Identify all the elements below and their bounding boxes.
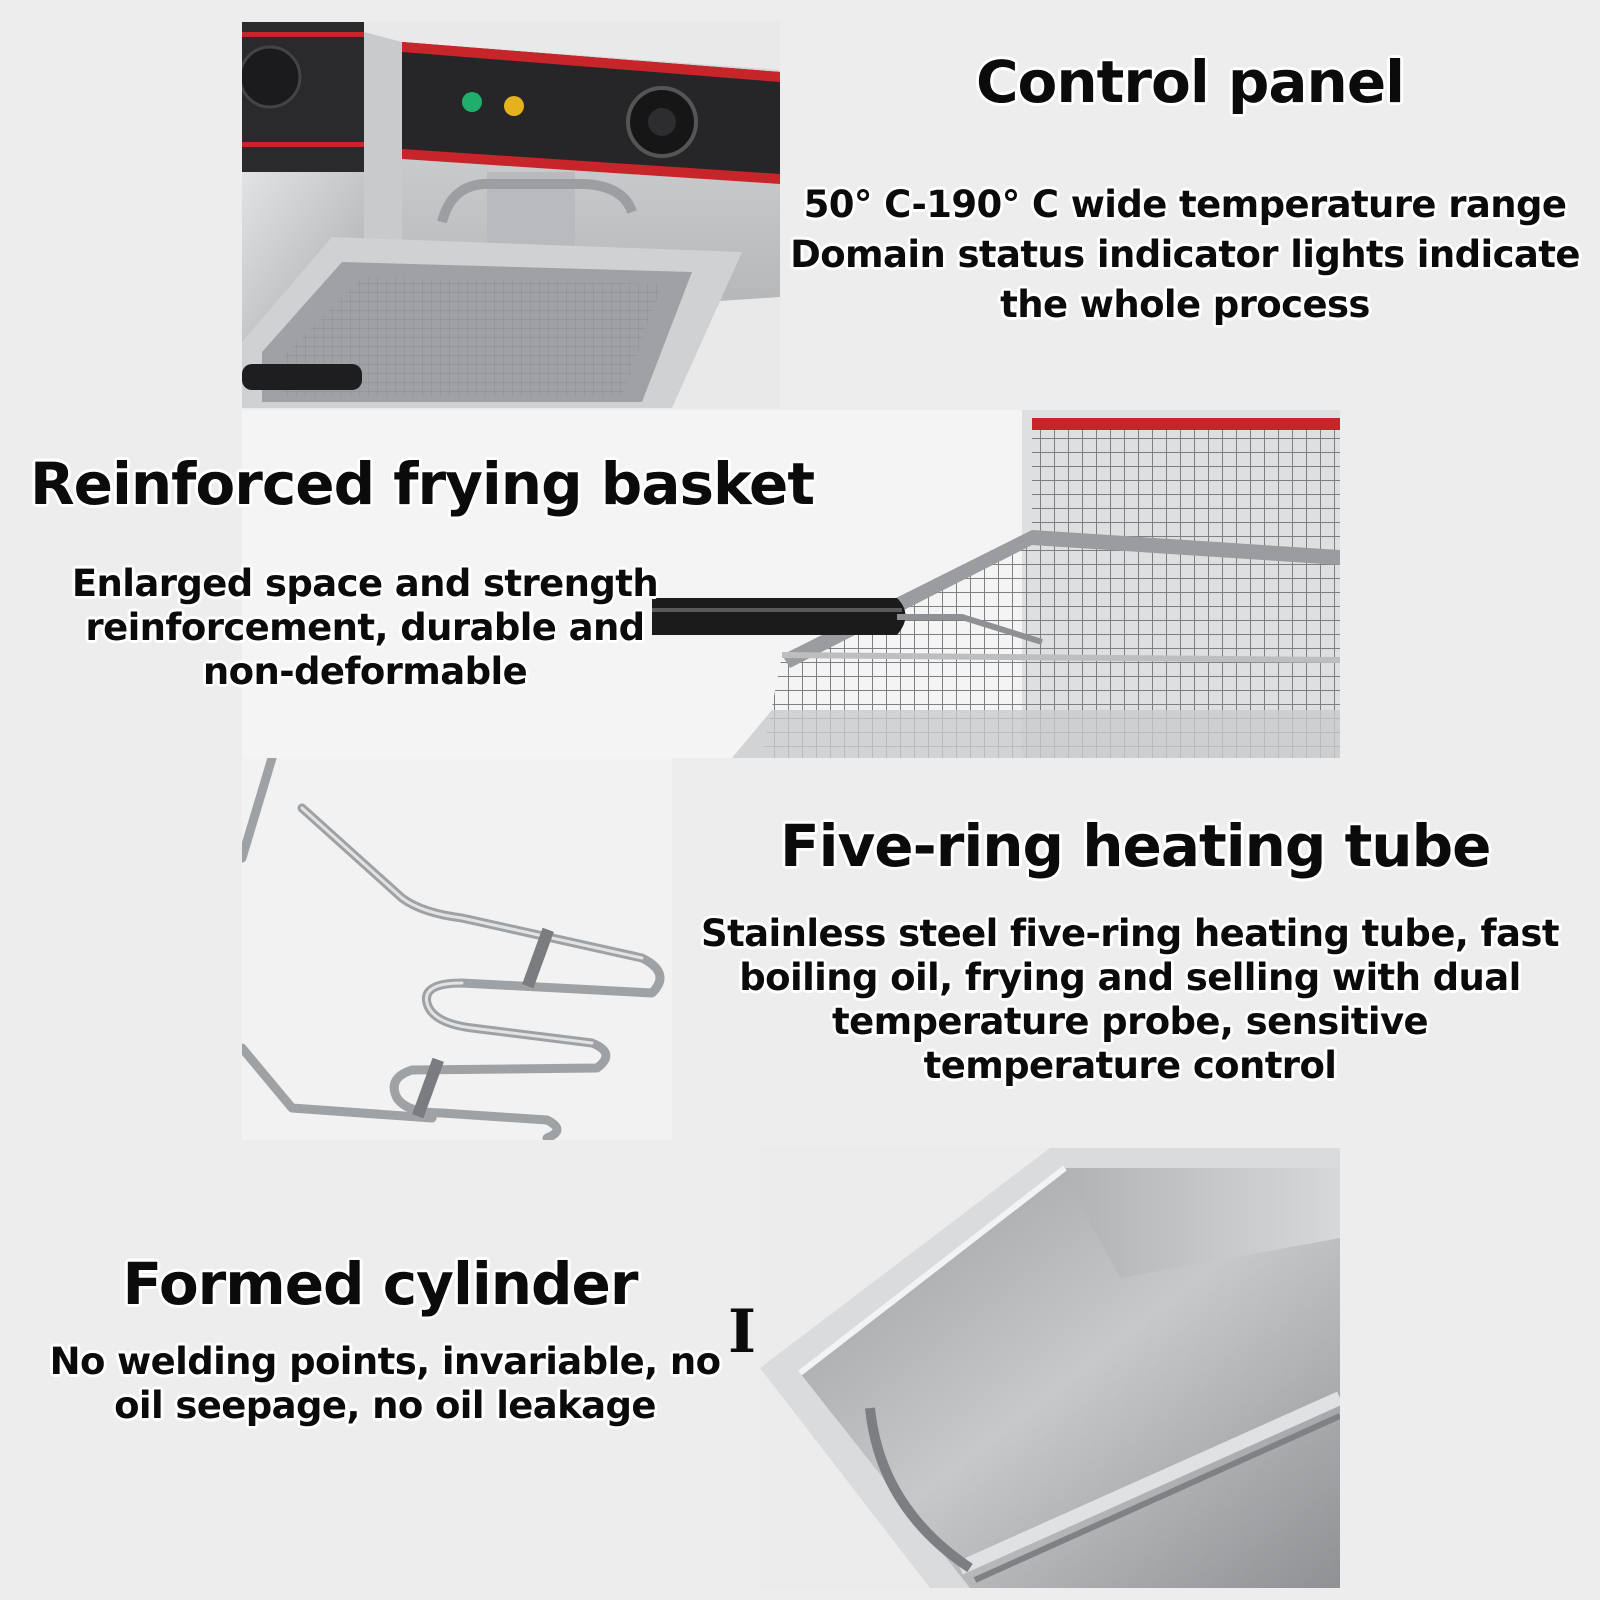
desc-line: boiling oil, frying and selling with dua…	[739, 956, 1521, 999]
oil-tank-photo	[760, 1148, 1340, 1588]
control-panel-photo	[242, 22, 780, 408]
desc-line: Stainless steel five-ring heating tube, …	[701, 912, 1559, 955]
desc-line: Domain status indicator lights indicate	[790, 233, 1580, 276]
section-desc-formed-cylinder: No welding points, invariable, no oil se…	[40, 1340, 730, 1428]
section-title-frying-basket: Reinforced frying basket	[30, 450, 815, 518]
section-title-heating-tube: Five-ring heating tube	[780, 812, 1491, 880]
desc-line: Enlarged space and strength	[71, 562, 659, 605]
desc-line: No welding points, invariable, no	[49, 1340, 721, 1383]
desc-line: oil seepage, no oil leakage	[114, 1384, 656, 1427]
desc-line: temperature control	[923, 1044, 1337, 1087]
section-desc-control-panel: 50° C-190° C wide temperature range Doma…	[790, 180, 1580, 330]
oil-tank-icon	[760, 1148, 1340, 1588]
section-desc-heating-tube: Stainless steel five-ring heating tube, …	[700, 912, 1560, 1088]
heating-tube-photo	[242, 758, 672, 1140]
fryer-control-panel-icon	[242, 22, 780, 408]
section-title-formed-cylinder: Formed cylinder	[122, 1250, 639, 1318]
ibeam-glyph: I	[728, 1297, 757, 1367]
desc-line: temperature probe, sensitive	[832, 1000, 1429, 1043]
desc-line: the whole process	[1000, 283, 1370, 326]
section-desc-frying-basket: Enlarged space and strength reinforcemen…	[60, 562, 670, 694]
desc-line: 50° C-190° C wide temperature range	[803, 183, 1567, 226]
heating-tube-icon	[242, 758, 672, 1140]
frying-basket-icon	[242, 410, 1340, 758]
section-title-control-panel: Control panel	[975, 48, 1405, 116]
frying-basket-photo	[242, 410, 1340, 758]
desc-line: non-deformable	[202, 650, 528, 693]
desc-line: reinforcement, durable and	[85, 606, 645, 649]
